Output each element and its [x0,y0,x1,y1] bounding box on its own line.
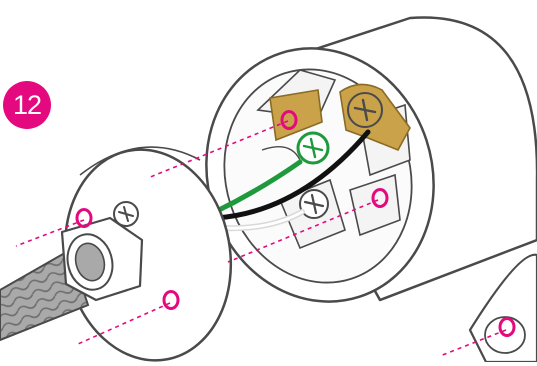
ground-screw-icon [298,133,328,163]
brass-terminal-screw-icon [348,93,382,127]
step-number: 12 [13,90,41,121]
step-number-badge: 12 [3,81,51,129]
next-step-housing [470,255,537,362]
cap-screw-icon [114,202,138,226]
